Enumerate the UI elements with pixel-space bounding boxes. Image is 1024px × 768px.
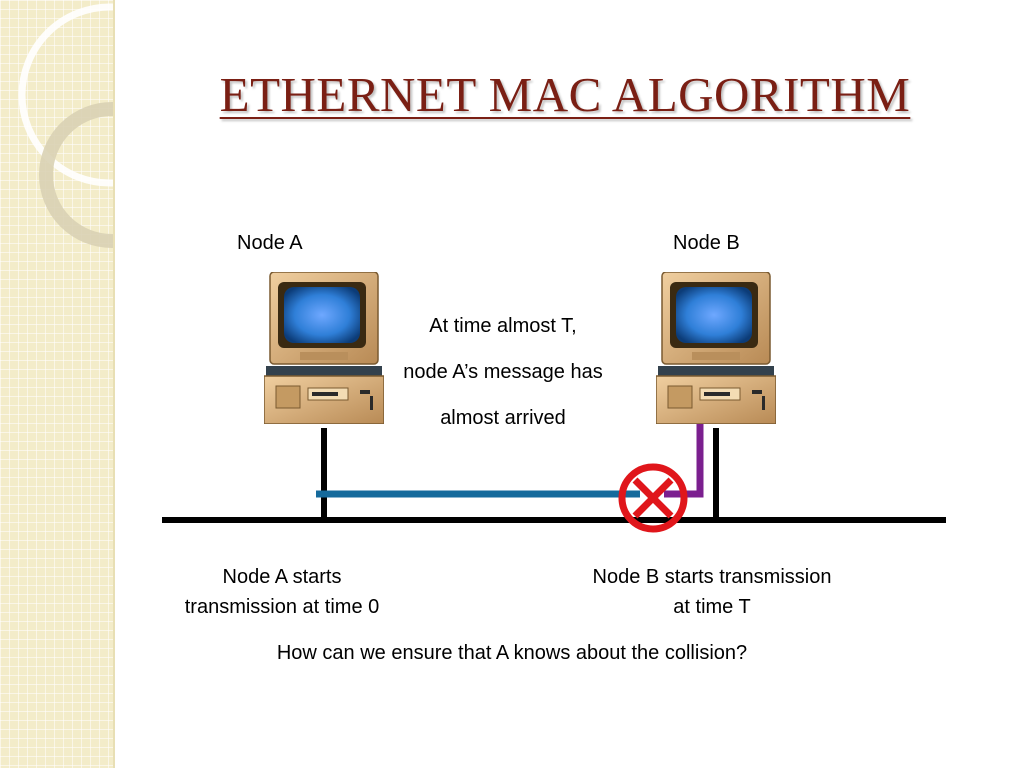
collision-question: How can we ensure that A knows about the… — [276, 642, 748, 664]
node-a-caption-line-2: transmission at time 0 — [184, 596, 380, 618]
node-a-caption-line-1: Node A starts — [222, 566, 342, 588]
node-b-caption: Node B starts transmission at time T — [562, 562, 862, 622]
annotation-line-2: node A’s message has — [403, 361, 603, 383]
node-b-caption-line-1: Node B starts transmission — [592, 566, 832, 588]
node-b-caption-line-2: at time T — [673, 596, 751, 618]
annotation-line-3: almost arrived — [440, 407, 566, 429]
annotation-line-1: At time almost T, — [429, 315, 577, 337]
node-a-computer-icon — [264, 272, 384, 424]
collision-x-icon — [618, 463, 688, 533]
node-a-caption: Node A starts transmission at time 0 — [162, 562, 402, 622]
node-b-signal — [664, 424, 704, 498]
node-b-label: Node B — [673, 232, 740, 254]
decorative-sidebar — [0, 0, 115, 768]
slide-title: ETHERNET MAC ALGORITHM — [219, 67, 911, 122]
time-annotation: At time almost T, node A’s message has a… — [383, 303, 623, 441]
node-b-computer-icon — [656, 272, 776, 424]
decorative-circles — [18, 3, 113, 248]
node-a-label: Node A — [237, 232, 303, 254]
